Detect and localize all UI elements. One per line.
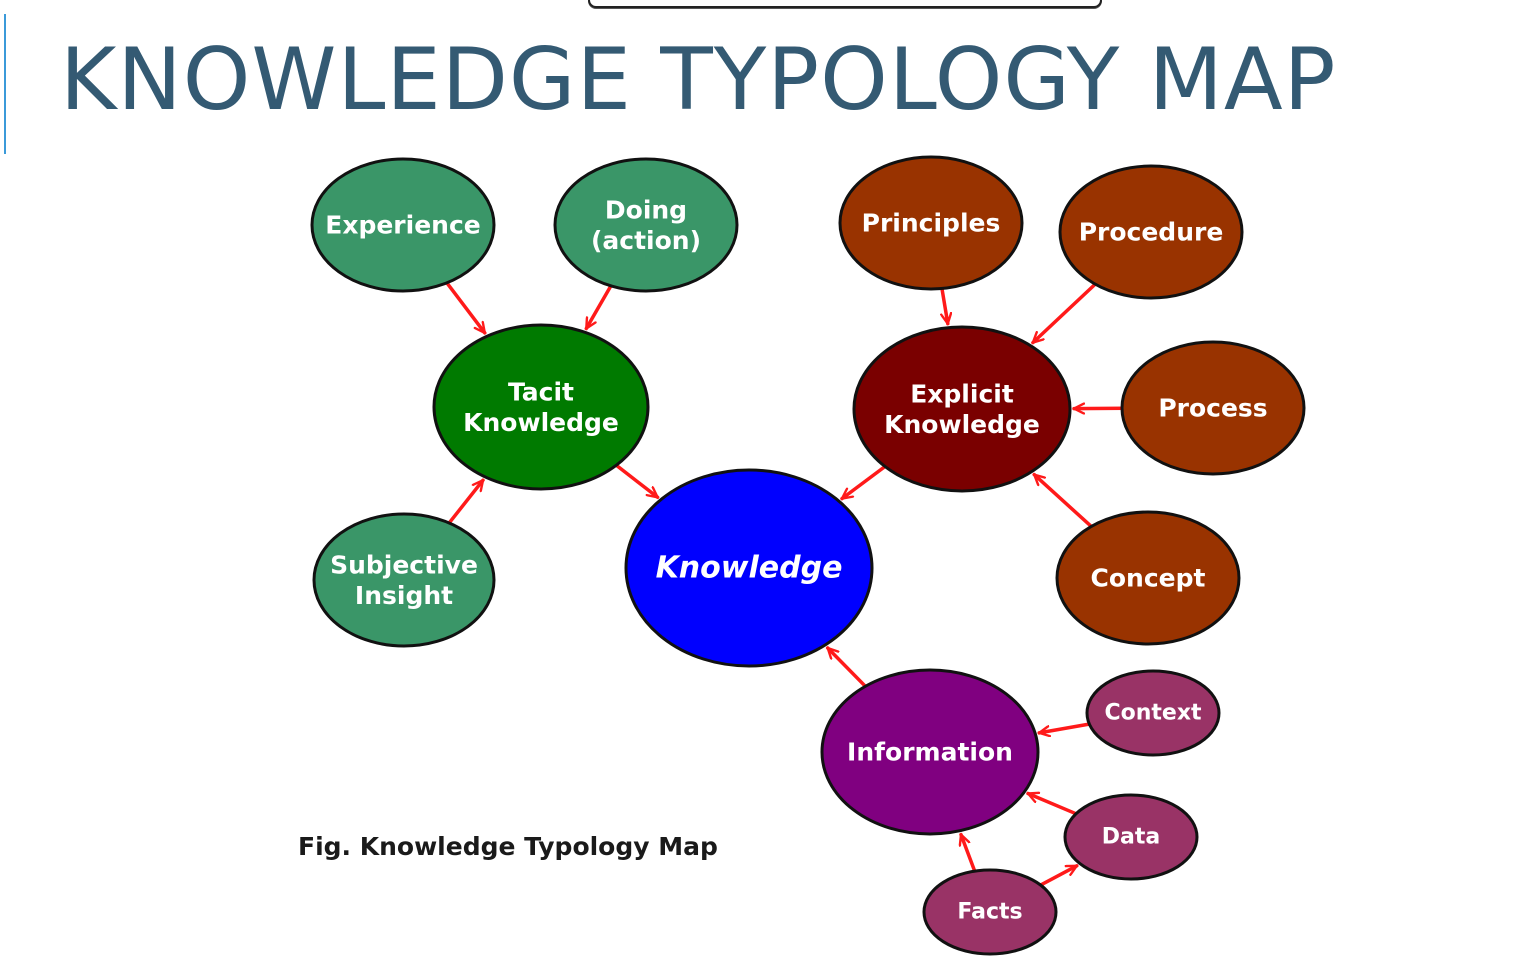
- node-experience: Experience: [310, 157, 496, 293]
- figure-caption: Fig. Knowledge Typology Map: [298, 832, 718, 861]
- node-subjective-shape: [312, 512, 496, 648]
- arrow-context-to-information: [1037, 721, 1096, 733]
- arrow-data-to-information: [1026, 794, 1082, 818]
- node-information: Information: [820, 668, 1040, 836]
- node-facts-shape: [922, 868, 1058, 956]
- node-subjective-label: Insight: [355, 581, 453, 610]
- node-subjective-label: Subjective: [330, 550, 478, 579]
- node-process: Process: [1120, 340, 1306, 476]
- node-doing-label: (action): [591, 226, 701, 255]
- node-data-label: Data: [1102, 825, 1160, 850]
- node-procedure-label: Procedure: [1079, 218, 1224, 247]
- node-facts-label: Facts: [957, 900, 1022, 925]
- node-procedure-shape: [1058, 164, 1244, 300]
- node-principles: Principles: [838, 155, 1024, 291]
- node-tacit-label: Tacit: [508, 377, 574, 406]
- node-tacit-label: Knowledge: [463, 408, 619, 437]
- node-procedure: Procedure: [1058, 164, 1244, 300]
- node-principles-shape: [838, 155, 1024, 291]
- node-experience-shape: [310, 157, 496, 293]
- node-data-shape: [1063, 793, 1199, 881]
- node-tacit-shape: [432, 323, 650, 491]
- node-information-shape: [820, 668, 1040, 836]
- node-concept-label: Concept: [1091, 564, 1206, 593]
- arrow-facts-to-information: [961, 832, 978, 877]
- arrow-doing-to-tacit: [584, 280, 615, 331]
- arrow-principles-to-explicit: [939, 282, 948, 326]
- node-context: Context: [1085, 669, 1221, 757]
- node-explicit-label: Explicit: [910, 379, 1014, 408]
- node-knowledge-label: Knowledge: [656, 551, 843, 586]
- arrow-facts-to-data: [1035, 864, 1079, 889]
- node-doing-shape: [553, 157, 739, 293]
- page-title: KNOWLEDGE TYPOLOGY MAP: [60, 30, 1337, 130]
- edges-layer: [442, 277, 1128, 889]
- node-experience-label: Experience: [325, 211, 480, 240]
- node-facts: Facts: [922, 868, 1058, 956]
- node-explicit-shape: [852, 325, 1072, 493]
- accent-bar: [4, 14, 6, 154]
- arrow-explicit-to-knowledge: [840, 462, 890, 501]
- node-process-label: Process: [1158, 394, 1267, 423]
- node-concept: Concept: [1055, 510, 1241, 646]
- node-process-shape: [1120, 340, 1306, 476]
- arrow-experience-to-tacit: [442, 277, 487, 335]
- node-doing-label: Doing: [605, 195, 687, 224]
- node-information-label: Information: [847, 738, 1013, 767]
- node-knowledge: Knowledge: [624, 468, 874, 668]
- node-doing: Doing(action): [553, 157, 739, 293]
- arrow-tacit-to-knowledge: [611, 461, 660, 500]
- node-principles-label: Principles: [862, 209, 1001, 238]
- node-context-label: Context: [1104, 701, 1202, 726]
- node-context-shape: [1085, 669, 1221, 757]
- arrow-subjective-to-tacit: [444, 478, 485, 528]
- arrow-information-to-knowledge: [825, 646, 870, 691]
- nodes-layer: ExperienceDoing(action)TacitKnowledgeSub…: [310, 155, 1306, 956]
- arrow-concept-to-explicit: [1032, 472, 1096, 531]
- arrow-procedure-to-explicit: [1031, 279, 1100, 345]
- node-data: Data: [1063, 793, 1199, 881]
- node-knowledge-shape: [624, 468, 874, 668]
- node-concept-shape: [1055, 510, 1241, 646]
- node-explicit-label: Knowledge: [884, 410, 1040, 439]
